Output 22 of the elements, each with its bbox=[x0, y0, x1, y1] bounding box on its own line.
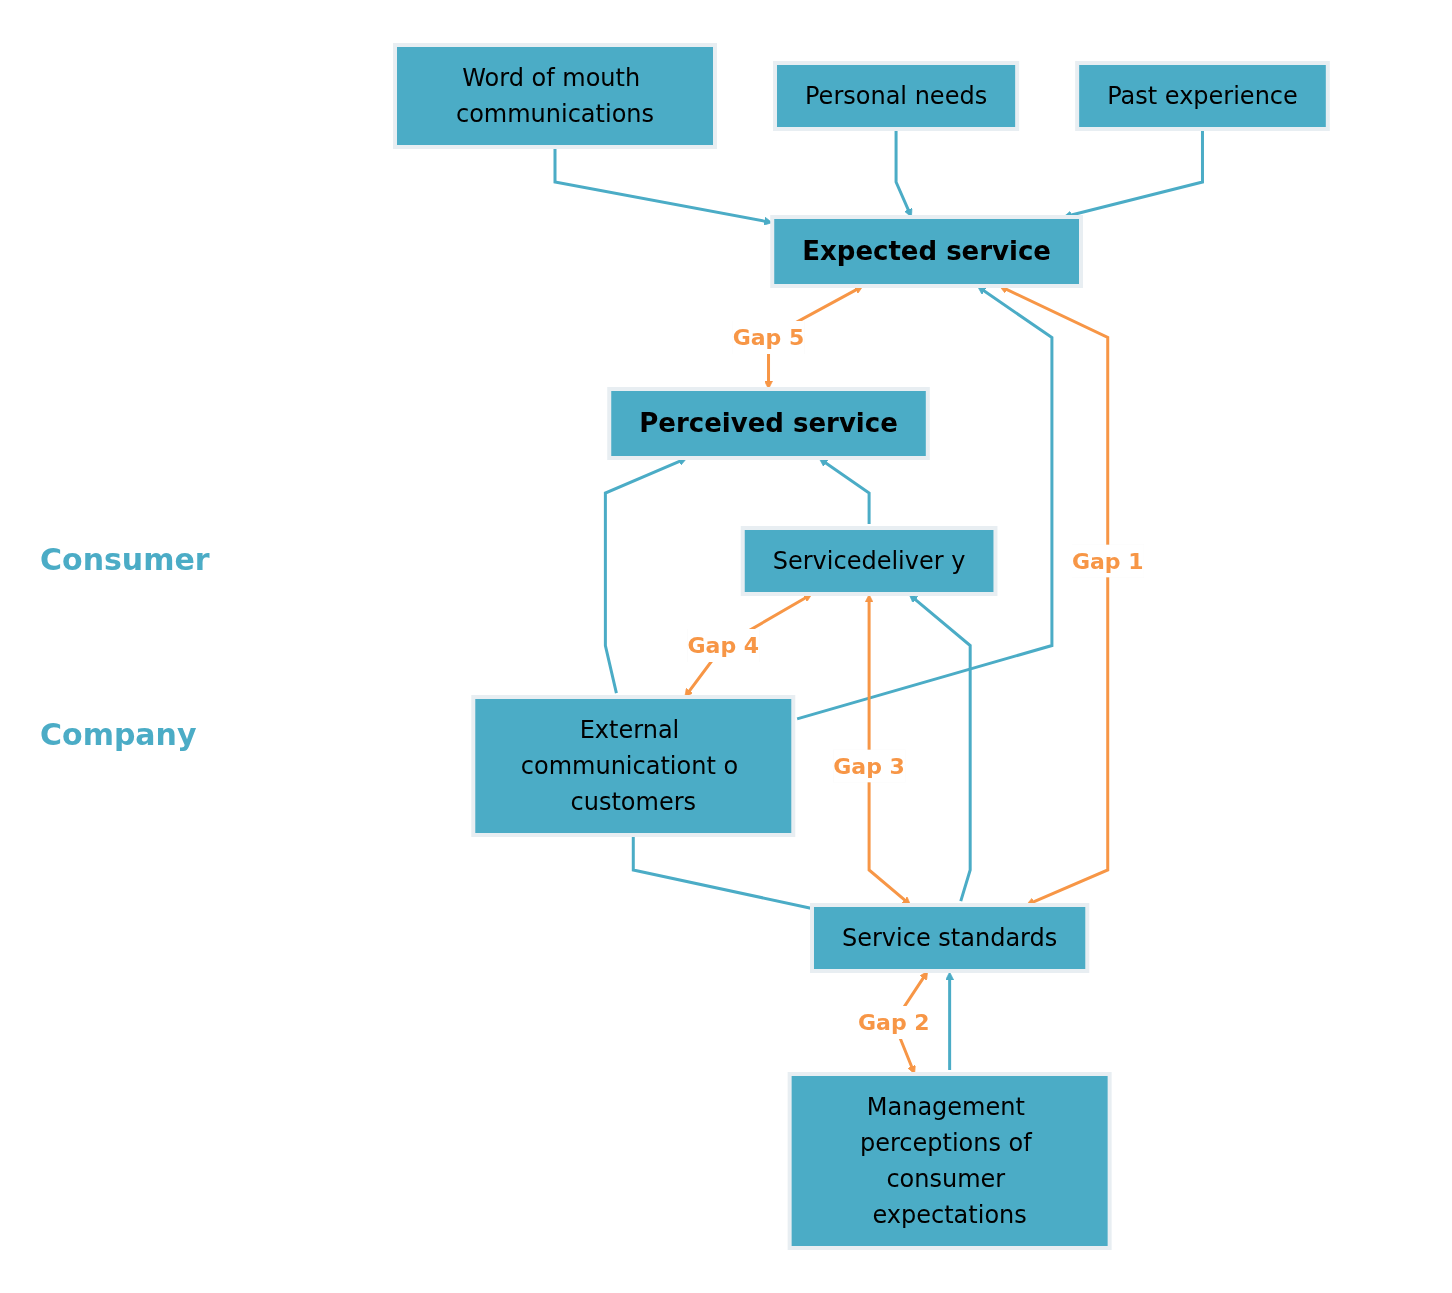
node-box: Management perceptions of consumer expectations bbox=[787, 1072, 1112, 1250]
arrow bbox=[864, 594, 911, 906]
edge-label: Gap 3 bbox=[832, 753, 905, 779]
node-box: Service standards bbox=[809, 903, 1089, 973]
arrow bbox=[908, 594, 972, 902]
node-box: Servicedeliver y bbox=[740, 526, 998, 596]
edge-label: Gap 5 bbox=[732, 325, 804, 350]
arrow bbox=[894, 129, 912, 218]
node-box: Word of mouth communications bbox=[392, 43, 717, 149]
section-label: Company bbox=[40, 716, 198, 752]
edge-label: Gap 1 bbox=[1071, 548, 1144, 574]
node-box: Past experience bbox=[1074, 61, 1330, 131]
node-box: External communicationt o customers bbox=[470, 695, 795, 837]
node-box: Personal needs bbox=[772, 61, 1019, 131]
arrow bbox=[944, 971, 954, 1070]
node-box: Perceived service bbox=[606, 387, 930, 460]
arrow bbox=[818, 458, 871, 524]
arrow bbox=[796, 286, 1053, 721]
edge-label: Gap 2 bbox=[857, 1010, 930, 1035]
section-label: Consumer bbox=[40, 541, 211, 577]
node-box: Expected service bbox=[769, 215, 1083, 288]
edge-label: Gap 4 bbox=[687, 633, 759, 658]
